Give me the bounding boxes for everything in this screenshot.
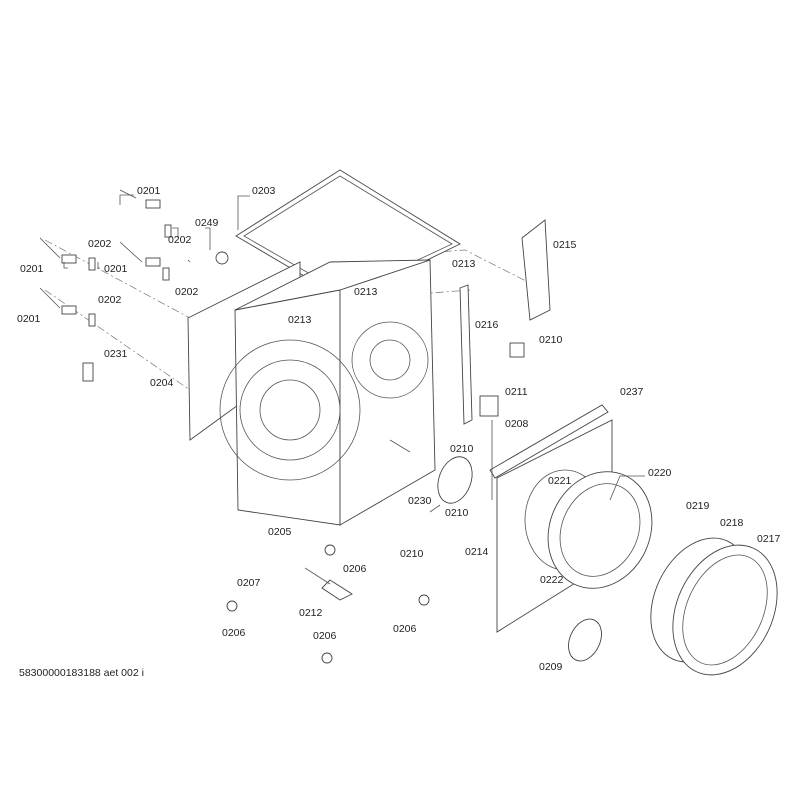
part-label-0213[interactable]: 0213 — [354, 286, 378, 298]
part-label-0210[interactable]: 0210 — [400, 548, 424, 560]
part-label-0215[interactable]: 0215 — [553, 239, 577, 251]
part-label-0201[interactable]: 0201 — [137, 185, 161, 197]
part-label-0222[interactable]: 0222 — [540, 574, 564, 586]
part-label-0203[interactable]: 0203 — [252, 185, 276, 197]
part-label-0204[interactable]: 0204 — [150, 377, 174, 389]
part-label-0231[interactable]: 0231 — [104, 348, 128, 360]
part-label-0249[interactable]: 0249 — [195, 217, 219, 229]
part-label-0202[interactable]: 0202 — [98, 294, 122, 306]
part-label-0213[interactable]: 0213 — [288, 314, 312, 326]
part-label-0205[interactable]: 0205 — [268, 526, 292, 538]
part-label-0202[interactable]: 0202 — [168, 234, 192, 246]
part-label-0202[interactable]: 0202 — [175, 286, 199, 298]
part-label-0206[interactable]: 0206 — [343, 563, 367, 575]
part-label-0221[interactable]: 0221 — [548, 475, 572, 487]
part-label-0219[interactable]: 0219 — [686, 500, 710, 512]
part-label-0201[interactable]: 0201 — [17, 313, 41, 325]
part-label-0206[interactable]: 0206 — [313, 630, 337, 642]
part-label-0216[interactable]: 0216 — [475, 319, 499, 331]
part-label-0217[interactable]: 0217 — [757, 533, 781, 545]
drawing-reference-number: 58300000183188 aet 002 i — [19, 667, 144, 679]
part-label-0237[interactable]: 0237 — [620, 386, 644, 398]
part-label-0201[interactable]: 0201 — [20, 263, 44, 275]
part-label-0206[interactable]: 0206 — [222, 627, 246, 639]
part-label-0201[interactable]: 0201 — [104, 263, 128, 275]
part-label-0214[interactable]: 0214 — [465, 546, 489, 558]
part-label-0218[interactable]: 0218 — [720, 517, 744, 529]
part-label-0209[interactable]: 0209 — [539, 661, 563, 673]
part-label-0207[interactable]: 0207 — [237, 577, 261, 589]
part-label-0210[interactable]: 0210 — [445, 507, 469, 519]
part-label-0211[interactable]: 0211 — [505, 386, 528, 398]
part-label-0212[interactable]: 0212 — [299, 607, 323, 619]
part-label-0208[interactable]: 0208 — [505, 418, 529, 430]
rail-part — [521, 219, 551, 321]
part-label-0213[interactable]: 0213 — [452, 258, 476, 270]
part-label-0202[interactable]: 0202 — [88, 238, 112, 250]
part-label-0220[interactable]: 0220 — [648, 467, 672, 479]
part-label-0230[interactable]: 0230 — [408, 495, 432, 507]
part-label-0210[interactable]: 0210 — [539, 334, 563, 346]
part-label-0206[interactable]: 0206 — [393, 623, 417, 635]
part-label-0210[interactable]: 0210 — [450, 443, 474, 455]
